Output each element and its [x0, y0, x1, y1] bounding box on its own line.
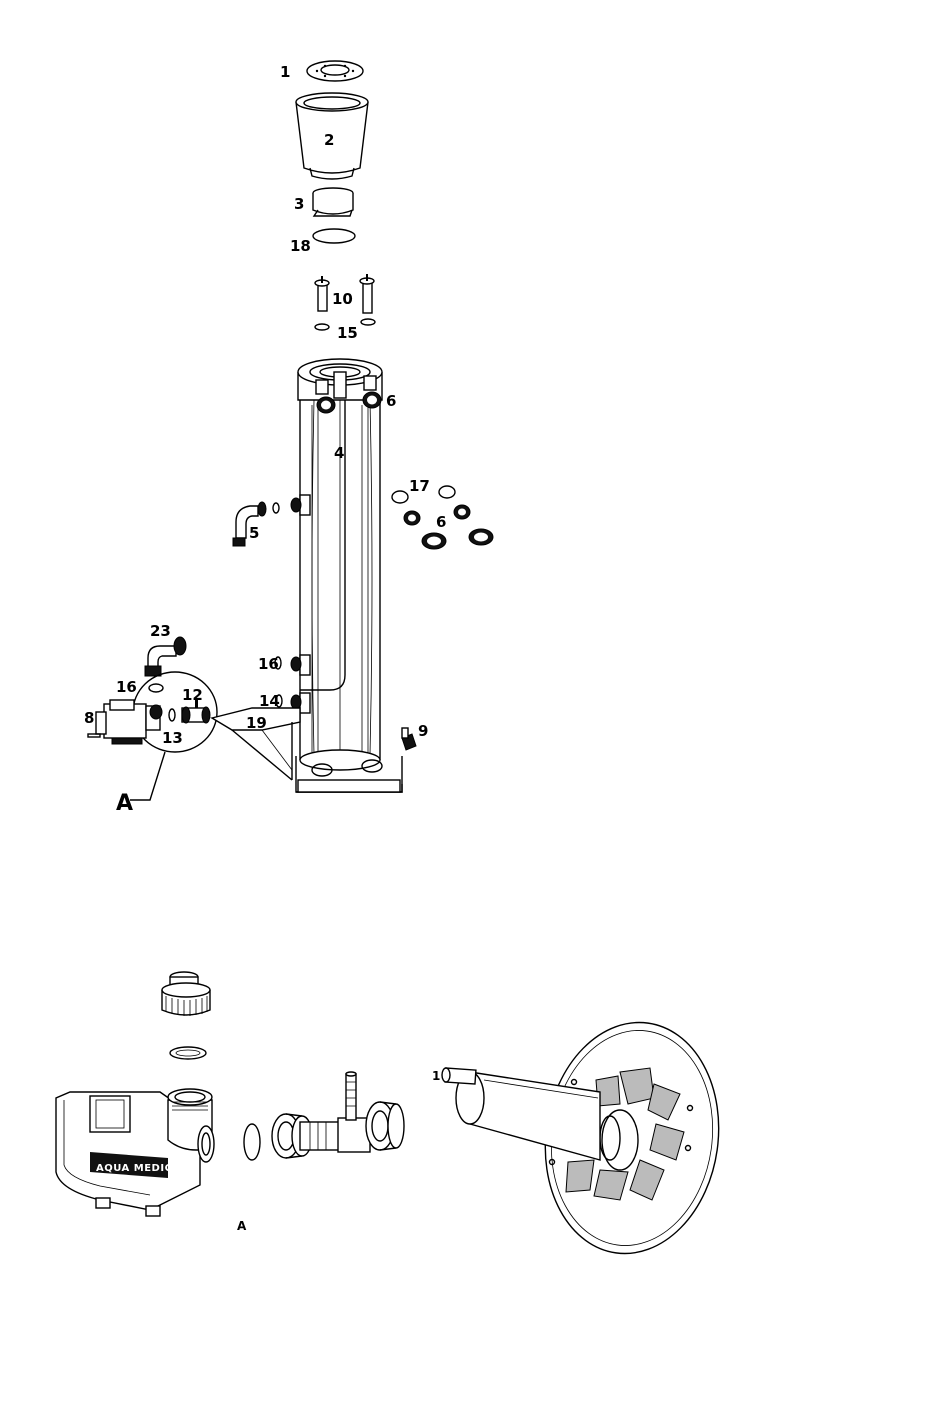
part-8-pump [88, 700, 162, 744]
callout-3: 3 [294, 195, 304, 213]
callout-18: 18 [290, 237, 311, 255]
callout-19: 19 [246, 714, 267, 732]
callout-8: 8 [84, 709, 94, 727]
callout-16: 16 [258, 655, 279, 673]
callout-10: 10 [332, 290, 353, 308]
callout-1: 1 [280, 63, 290, 81]
callout-23: 23 [150, 622, 171, 640]
callout-12: 12 [182, 686, 203, 704]
detail-label-a: A [237, 1219, 247, 1233]
impeller-assembly: 1 [432, 1011, 733, 1265]
part-3-collar [313, 188, 353, 216]
callout-4: 4 [334, 444, 344, 462]
callout-2: 2 [324, 131, 334, 149]
callout-labels: 1 2 3 18 10 15 6 4 17 6 5 23 16 16 12 8 … [84, 63, 446, 816]
callout-14: 14 [259, 692, 280, 710]
part-4-column [291, 359, 402, 792]
callout-9: 9 [418, 722, 428, 740]
callout-16-detail: 16 [116, 678, 137, 696]
brand-label: AQUA MEDIC [96, 1163, 172, 1174]
callout-6-side: 6 [436, 513, 446, 531]
part-16-ring-detail [149, 684, 163, 692]
callout-15: 15 [337, 324, 358, 342]
callout-13: 13 [162, 729, 183, 747]
callout-5: 5 [249, 524, 259, 542]
detail-a-pump-assembly: AQUA MEDIC A [56, 972, 404, 1233]
part-18-o-ring [313, 229, 355, 243]
callout-17: 17 [409, 477, 430, 495]
callout-6-top: 6 [386, 392, 396, 410]
part-23-elbow [145, 637, 186, 676]
detail-o-ring [170, 1047, 206, 1059]
impeller-callout-1: 1 [432, 1069, 440, 1083]
part-1-lid [307, 61, 363, 81]
part-9-clip [402, 728, 416, 750]
callout-a: A [116, 791, 133, 816]
